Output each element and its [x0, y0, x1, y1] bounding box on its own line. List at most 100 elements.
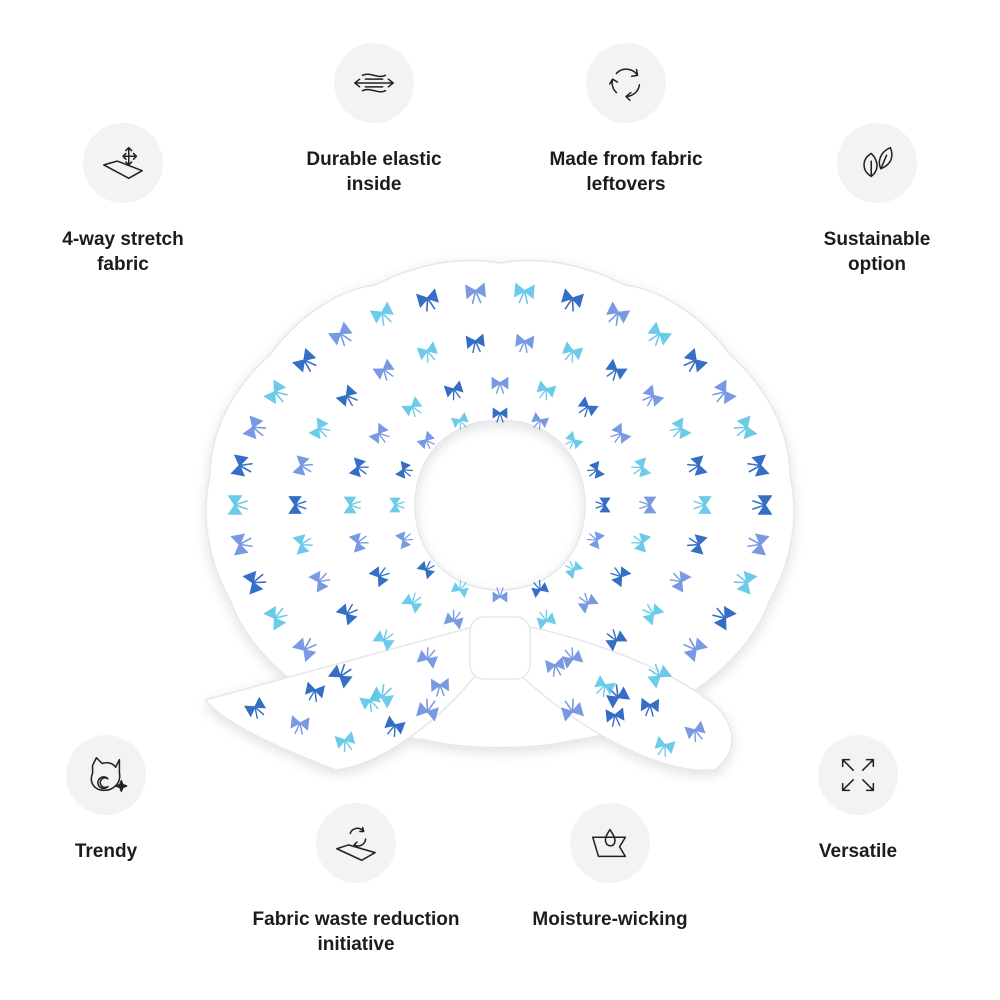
feature-trendy: Trendy — [0, 735, 226, 864]
bow-motif — [327, 321, 353, 347]
bow-motif — [450, 579, 469, 599]
bow-motif — [683, 637, 708, 663]
feature-trendy-label: Trendy — [74, 841, 138, 862]
bow-motif — [606, 301, 631, 326]
bow-motif — [562, 647, 584, 669]
bow-motif — [561, 698, 584, 722]
bow-motif — [368, 422, 390, 444]
bow-motif — [562, 341, 584, 363]
feature-elastic: Durable elastic inside — [254, 43, 494, 197]
bow-motif — [308, 570, 331, 593]
bow-motif — [348, 457, 369, 478]
bow-motif — [684, 720, 706, 743]
bow-motif — [514, 282, 535, 305]
bow-motif — [401, 396, 423, 418]
bow-motif — [531, 411, 550, 431]
feature-moisture-label: Moisture-wicking — [532, 909, 688, 930]
bow-motif — [335, 384, 358, 407]
bow-motif — [416, 430, 435, 450]
bow-motif — [595, 497, 611, 513]
bow-motif — [368, 566, 390, 588]
bow-motif — [586, 531, 606, 550]
feature-waste: Fabric waste reduction initiative — [236, 803, 476, 957]
bow-motif — [642, 384, 665, 407]
bow-motif — [747, 454, 770, 477]
bow-motif — [263, 605, 288, 631]
feature-stretch: 4-way stretch fabric — [3, 123, 243, 277]
feature-moisture: Moisture-wicking — [490, 803, 730, 932]
bow-motif — [372, 358, 395, 381]
bow-motif — [416, 560, 435, 580]
bow-motif — [686, 534, 708, 555]
bow-motif — [712, 605, 737, 631]
bow-motif — [263, 379, 288, 405]
bow-motif — [372, 629, 395, 652]
bow-motif — [733, 415, 758, 440]
bow-motif — [605, 629, 628, 652]
bow-motif — [327, 663, 353, 689]
bow-motif — [610, 566, 632, 588]
feature-leftovers: Made from fabric leftovers — [506, 43, 746, 197]
stretch-fabric-icon — [83, 123, 163, 203]
bow-motif — [515, 333, 535, 354]
bow-motif — [605, 358, 628, 381]
bow-motif — [639, 496, 657, 514]
bow-motif — [416, 647, 438, 669]
scrunchie-body — [205, 259, 795, 749]
bow-motif — [290, 715, 310, 735]
bow-motif — [334, 731, 356, 753]
feature-versatile: Versatile — [738, 735, 978, 864]
bow-motif — [686, 455, 708, 476]
bow-motif — [230, 454, 253, 477]
scrunchie-bow-left — [203, 624, 481, 771]
expand-arrows-icon — [818, 735, 898, 815]
bow-motif — [416, 288, 439, 312]
scrunchie-product-image — [203, 259, 795, 772]
bow-motif — [389, 497, 405, 513]
bow-motif — [308, 417, 331, 440]
bow-motif — [536, 380, 557, 401]
bow-motif — [465, 333, 485, 354]
bow-motif — [348, 532, 369, 553]
bow-motif — [394, 460, 414, 479]
bow-motif — [242, 570, 267, 595]
elastic-arrows-icon — [334, 43, 414, 123]
bow-motif — [669, 570, 692, 593]
bow-motif — [450, 411, 469, 431]
bow-motif — [683, 347, 708, 373]
bow-motif — [492, 407, 508, 423]
bow-motif — [401, 592, 423, 614]
bow-motif — [343, 496, 361, 514]
bow-motif — [565, 560, 584, 580]
bow-motif — [288, 496, 307, 514]
bow-motif — [443, 609, 464, 630]
bow-motif — [230, 533, 253, 556]
fabric-recycle-icon — [316, 803, 396, 883]
feature-leftovers-label: Made from fabric leftovers — [549, 149, 703, 195]
bow-motif — [610, 422, 632, 444]
bow-motif — [654, 735, 676, 758]
scrunchie-bow-knot — [469, 616, 531, 680]
bow-motif — [712, 379, 737, 405]
bow-pattern — [227, 282, 773, 758]
bow-motif — [536, 609, 557, 630]
bow-motif — [561, 288, 584, 312]
bow-motif — [304, 681, 326, 703]
feature-elastic-label: Durable elastic inside — [306, 149, 442, 195]
bow-motif — [640, 697, 660, 717]
bow-motif — [586, 460, 606, 479]
bow-motif — [227, 495, 248, 515]
water-drop-fabric-icon — [570, 803, 650, 883]
bow-motif — [642, 603, 665, 626]
bow-motif — [631, 457, 652, 478]
bow-motif — [492, 587, 508, 603]
bow-motif — [693, 496, 712, 514]
bow-motif — [465, 282, 486, 305]
feature-waste-label: Fabric waste reduction initiative — [252, 909, 460, 955]
bow-motif — [747, 533, 770, 556]
bow-motif — [394, 531, 414, 550]
bow-motif — [605, 707, 625, 727]
bow-motif — [242, 415, 267, 440]
feature-sustainable: Sustainable option — [757, 123, 997, 277]
bow-motif — [416, 341, 438, 363]
